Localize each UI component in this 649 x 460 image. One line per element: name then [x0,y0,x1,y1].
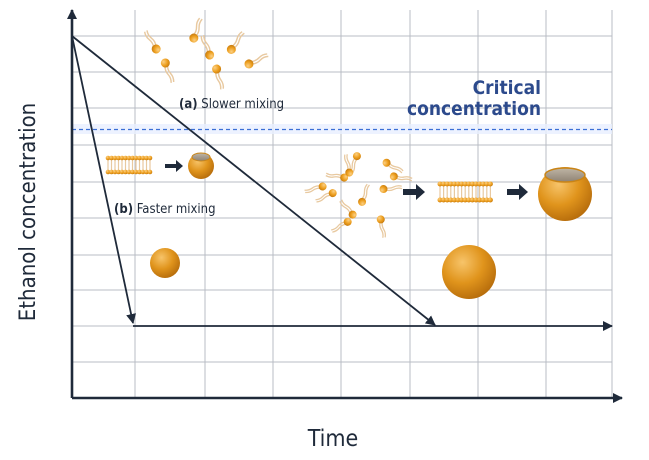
lipid-head [473,181,479,187]
y-axis-label: Ethanol concentration [16,103,41,321]
lipid-head [444,197,450,203]
sphere-small [150,248,180,278]
lipid-head [455,197,461,203]
lipid-head [126,169,132,175]
lipid-head [105,155,111,161]
x-axis-label: Time [307,426,359,452]
lipid-head [144,169,149,175]
lipid-head [441,197,447,203]
lipid-head [116,155,121,161]
lipid-head [462,197,468,203]
lipid-head [466,197,472,203]
lipid-head [130,155,135,161]
lipid-head [459,197,465,203]
lipid-head [451,181,457,187]
arrow-right [507,184,528,200]
slower-mixing-label: (a) Slower mixing [179,97,284,112]
lipid-head [133,155,139,161]
lipid-head [119,155,125,161]
lipid-head [130,169,135,175]
open-vesicle-large [538,167,592,221]
free-lipids-right-group [303,150,414,239]
lipid-head [469,197,475,203]
bilayer-left [105,155,153,175]
lipid-head [451,197,457,203]
lipid-head [480,197,486,203]
lipid-head [105,169,111,175]
lipid-head [147,169,153,175]
lipid-head [441,181,447,187]
free-lipids-top-group [141,16,271,91]
faster-mixing-label: (b) Faster mixing [114,202,216,217]
lipid-head [123,169,128,175]
lipid-head [140,155,146,161]
lipid-head [144,155,149,161]
open-vesicle-small [188,152,214,179]
lipid-head [126,155,132,161]
arrow-left-small [165,160,183,172]
lipid-head [455,181,461,187]
lipid-head [469,181,475,187]
critical-label-line2: concentration [407,98,541,120]
lipid-head [462,181,468,187]
lipid-head [477,181,483,187]
lipid-head [137,155,142,161]
lipid-head [448,197,454,203]
lipid-head [459,181,465,187]
faster-mixing-line [71,35,137,324]
lipid-head [484,197,490,203]
slower-mixing-line [71,35,436,326]
lipid-head [140,169,146,175]
lipid-head [473,197,479,203]
lipid-head [119,169,125,175]
lipid-head [112,169,118,175]
critical-label-line1: Critical [473,77,541,99]
bilayer-right [437,181,493,203]
lipid-head [487,181,493,187]
lipid-head [116,169,121,175]
lipid-head [112,155,118,161]
lipid-head [123,155,128,161]
sphere-large [442,245,496,299]
lipid-head [484,181,490,187]
lipid-head [147,155,153,161]
lipid-head [437,197,443,203]
lipid-head [109,169,114,175]
lipid-head [137,169,142,175]
lipid-head [448,181,454,187]
lipid-head [477,197,483,203]
lipid-head [444,181,450,187]
lipid-head [437,181,443,187]
lipid-head [487,197,493,203]
lipid-head [109,155,114,161]
lipid-head [480,181,486,187]
lipid-head [466,181,472,187]
lipid-head [133,169,139,175]
arrow-mid [403,184,425,200]
